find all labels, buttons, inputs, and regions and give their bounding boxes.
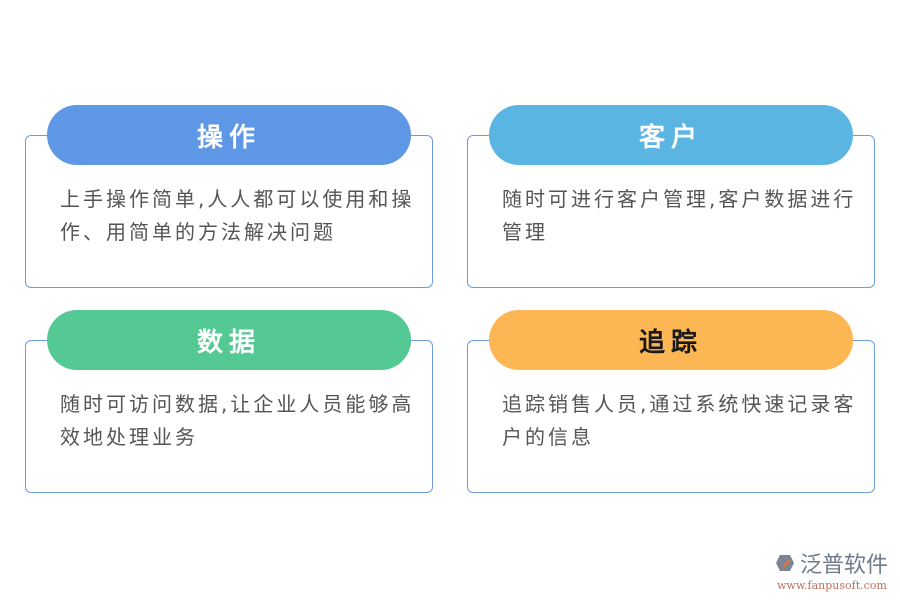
pill-tracking: 追踪	[489, 310, 853, 370]
card-title: 操作	[196, 122, 261, 153]
card-title: 客户	[638, 122, 703, 153]
card-description: 随时可进行客户管理,客户数据进行管理	[502, 187, 857, 244]
logo-url: www.fanpusoft.com	[777, 579, 887, 592]
logo-icon	[775, 555, 794, 571]
card-description: 上手操作简单,人人都可以使用和操作、用简单的方法解决问题	[60, 187, 415, 244]
brand-logo: 泛普软件 www.fanpusoft.com	[775, 547, 888, 592]
pill-data: 数据	[47, 310, 411, 370]
card-title: 数据	[196, 327, 261, 358]
logo-name: 泛普软件	[799, 553, 888, 578]
card-title: 追踪	[638, 327, 703, 358]
pill-operation: 操作	[47, 105, 411, 165]
card-description: 追踪销售人员,通过系统快速记录客户的信息	[502, 392, 857, 449]
pill-customer: 客户	[489, 105, 853, 165]
card-description: 随时可访问数据,让企业人员能够高效地处理业务	[60, 392, 415, 449]
